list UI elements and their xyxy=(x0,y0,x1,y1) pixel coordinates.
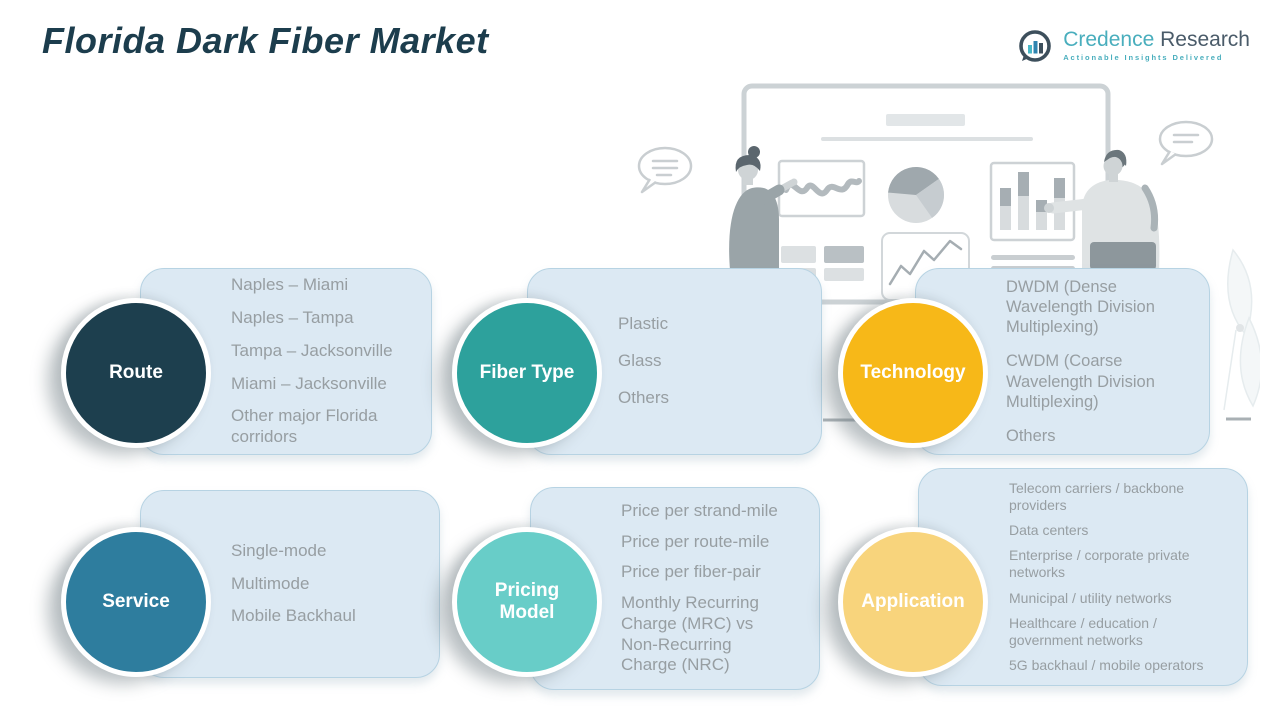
line-chart-icon xyxy=(777,159,866,218)
circle-application: Application xyxy=(838,527,988,677)
presentation-illustration xyxy=(637,83,1260,422)
list-item: Glass xyxy=(618,351,662,371)
list-item: Single-mode xyxy=(231,540,327,560)
list-item: CWDM (Coarse Wavelength Division Multipl… xyxy=(1006,352,1155,411)
speech-bubble-icon xyxy=(637,146,693,194)
list-item: DWDM (Dense Wavelength Division Multiple… xyxy=(1006,278,1155,337)
leaf-decoration xyxy=(1223,248,1260,411)
list-item: Naples – Miami xyxy=(231,275,349,295)
circle-label: Fiber Type xyxy=(479,362,575,384)
credence-research-logo: Credence Research Actionable Insights De… xyxy=(1016,28,1250,66)
list-item: Price per fiber-pair xyxy=(621,562,761,582)
list-item: Telecom carriers / backbone providers xyxy=(1009,480,1185,514)
list-item: Healthcare / education / government netw… xyxy=(1009,614,1157,648)
list-item: Others xyxy=(1006,426,1056,445)
list-item: Tampa – Jacksonville xyxy=(231,340,393,360)
list-item: Others xyxy=(618,387,670,407)
list-item: Miami – Jacksonville xyxy=(231,373,387,393)
presenter-man xyxy=(1044,149,1160,272)
list-item: Data centers xyxy=(1009,522,1089,539)
list-item: Enterprise / corporate private networks xyxy=(1009,547,1190,581)
list-item: Price per route-mile xyxy=(621,531,770,551)
list-item: Naples – Tampa xyxy=(231,308,354,328)
list-item: Multimode xyxy=(231,573,310,593)
circle-pricing-model: Pricing Model xyxy=(452,527,602,677)
circle-label: Technology xyxy=(860,362,966,384)
list-item: Municipal / utility networks xyxy=(1009,589,1172,606)
speech-bubble-icon xyxy=(1158,120,1214,166)
circle-fiber-type: Fiber Type xyxy=(452,298,602,448)
circle-label: Service xyxy=(102,591,170,613)
logo-tagline: Actionable Insights Delivered xyxy=(1063,53,1224,62)
bar-chart-icon xyxy=(989,161,1076,242)
pie-chart-icon xyxy=(888,167,944,223)
list-item: Mobile Backhaul xyxy=(231,606,356,626)
list-item: Plastic xyxy=(618,314,669,334)
list-item: Monthly Recurring Charge (MRC) vs Non-Re… xyxy=(621,593,759,675)
page-title: Florida Dark Fiber Market xyxy=(42,20,489,61)
list-item: Price per strand-mile xyxy=(621,500,778,520)
circle-route: Route xyxy=(61,298,211,448)
circle-label: Pricing Model xyxy=(494,580,560,623)
logo-name: Credence Research xyxy=(1063,28,1250,51)
circle-label: Application xyxy=(861,591,965,613)
credence-logo-icon xyxy=(1019,30,1052,62)
circle-technology: Technology xyxy=(838,298,988,448)
list-item: 5G backhaul / mobile operators xyxy=(1009,656,1204,673)
circle-label: Route xyxy=(109,362,163,384)
circle-service: Service xyxy=(61,527,211,677)
list-item: Other major Florida corridors xyxy=(231,406,378,446)
